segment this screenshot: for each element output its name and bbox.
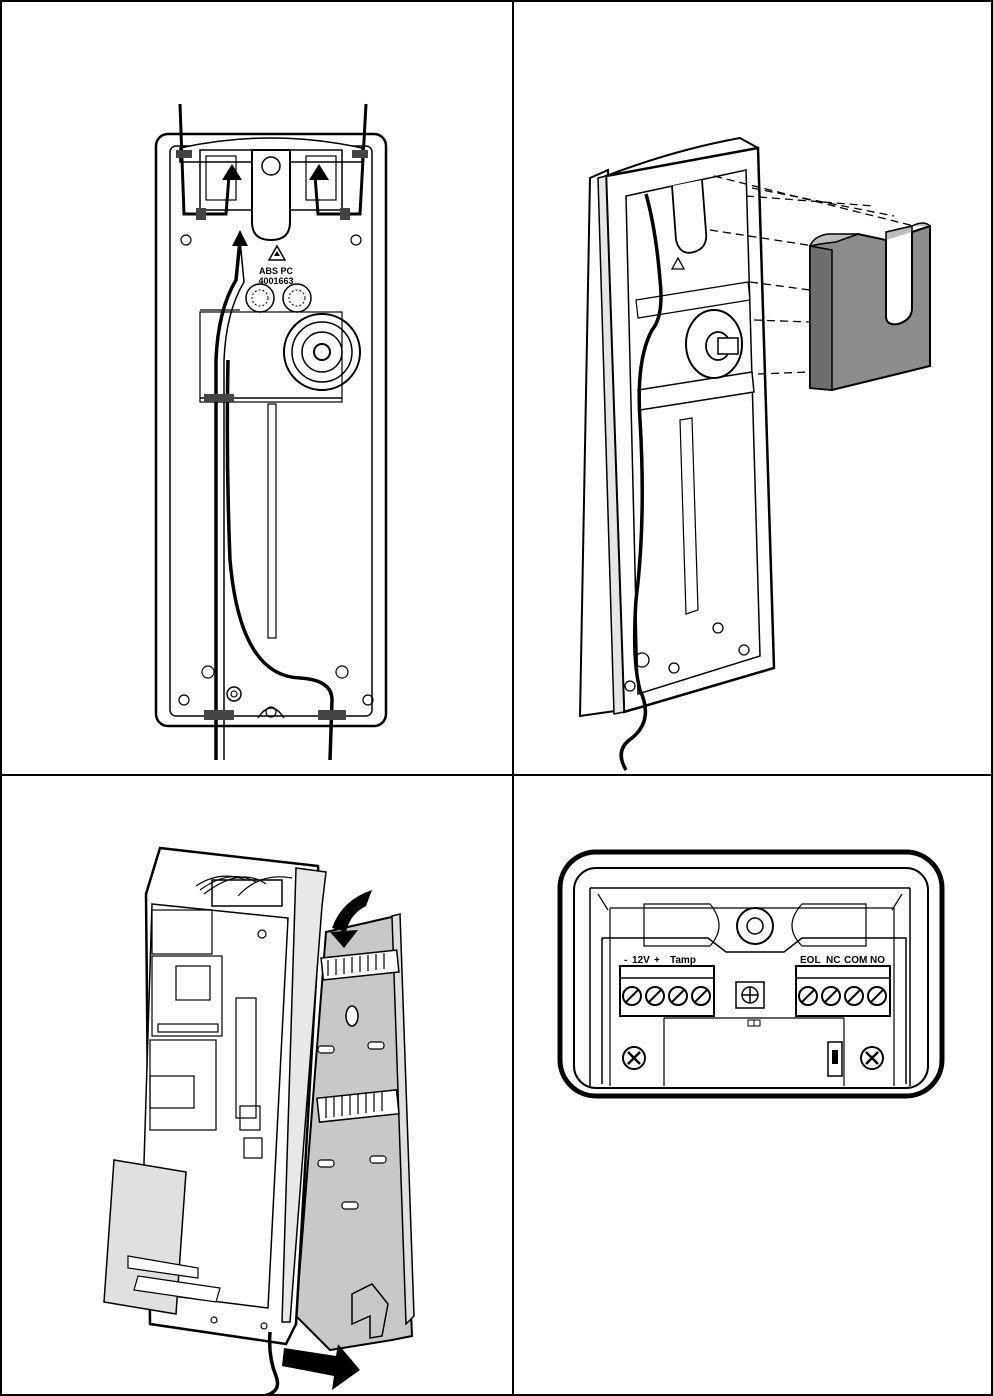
base-unit-front-illustration: ABS PC 4001663 — [0, 0, 512, 774]
foam-insert — [810, 223, 930, 390]
arrow-right-icon — [282, 1344, 360, 1390]
tamper-switch — [828, 1042, 842, 1076]
panel-terminal-detail: - 12V + Tamp — [514, 776, 993, 1396]
label-plus: + — [654, 955, 660, 966]
material-mark: ABS PC — [259, 266, 294, 276]
screw-icon — [861, 1047, 883, 1069]
terminal-block-right — [796, 966, 890, 1016]
terminal-screw-icon — [623, 987, 641, 1005]
bracket-mounting-illustration — [0, 776, 512, 1396]
terminal-screw-icon — [669, 987, 687, 1005]
label-12v: 12V — [632, 955, 650, 966]
label-eol: EOL — [800, 955, 821, 966]
terminal-detail-illustration: - 12V + Tamp — [514, 776, 993, 1396]
terminal-screw-icon — [822, 987, 840, 1005]
terminal-screw-icon — [692, 987, 710, 1005]
base-unit-side-illustration — [514, 0, 993, 774]
screw-icon — [623, 1047, 645, 1069]
terminal-screw-icon — [646, 987, 664, 1005]
label-tamp: Tamp — [670, 955, 696, 966]
detector-body — [104, 848, 326, 1344]
terminal-block-left — [620, 966, 714, 1016]
label-minus: - — [624, 955, 627, 966]
panel-bracket-mounting — [0, 776, 512, 1396]
terminal-screw-icon — [799, 987, 817, 1005]
terminal-screw-icon — [868, 987, 886, 1005]
tamper-switch — [284, 314, 360, 390]
label-nc: NC — [826, 955, 840, 966]
date-wheel-right — [283, 284, 311, 312]
terminal-screw-icon — [845, 987, 863, 1005]
label-no: NO — [870, 955, 885, 966]
date-wheel-left — [246, 284, 274, 312]
panel-foam-insert — [514, 0, 993, 774]
panel-cable-routing: ABS PC 4001663 — [0, 0, 512, 774]
tamper-switch — [686, 310, 742, 378]
label-com: COM — [844, 955, 867, 966]
